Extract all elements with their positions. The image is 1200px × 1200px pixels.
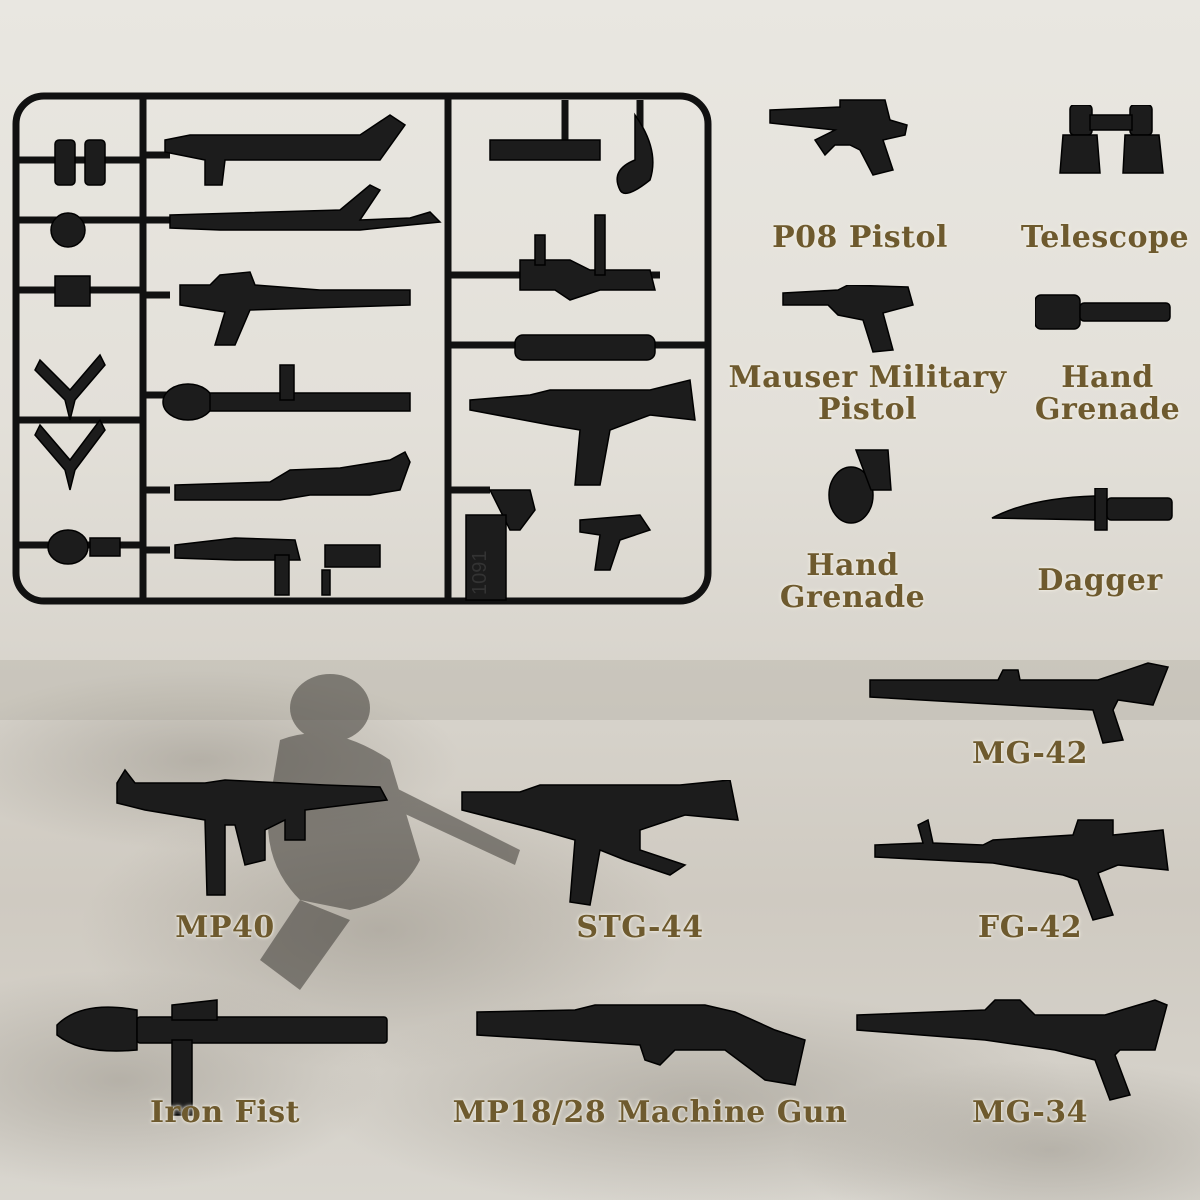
- p08-label: P08 Pistol: [772, 220, 948, 255]
- dagger-image: [990, 488, 1175, 533]
- stick-grenade-label: Hand Grenade: [1020, 362, 1195, 426]
- fg42-image: [873, 815, 1173, 925]
- pineapple-grenade-label-line2: Grenade: [779, 580, 926, 615]
- stick-grenade-image: [1035, 293, 1175, 333]
- mauser-label-line2: Pistol: [817, 392, 918, 427]
- mauser-pistol-image: [778, 285, 918, 355]
- telescope-label: Telescope: [1020, 220, 1190, 255]
- stg44-label: STG-44: [576, 910, 704, 945]
- mg34-image: [855, 995, 1170, 1105]
- mg42-image: [868, 655, 1173, 745]
- mauser-label: Mauser Military Pistol: [725, 362, 1010, 426]
- mp18-label: MP18/28 Machine Gun: [452, 1095, 848, 1130]
- stg44-image: [460, 780, 745, 910]
- telescope-image: [1055, 105, 1170, 175]
- mg42-label: MG-42: [971, 736, 1089, 771]
- iron-fist-image: [52, 995, 392, 1120]
- mg34-label: MG-34: [971, 1095, 1089, 1130]
- iron-fist-label: Iron Fist: [149, 1095, 301, 1130]
- p08-pistol-image: [765, 95, 910, 180]
- mp40-label: MP40: [175, 910, 275, 945]
- dagger-label: Dagger: [1037, 563, 1163, 598]
- soldier-silhouette: [260, 674, 520, 990]
- stick-grenade-label-line2: Grenade: [1034, 392, 1181, 427]
- mauser-label-line1: Mauser Military: [728, 360, 1007, 395]
- mp18-image: [475, 1000, 810, 1095]
- pineapple-grenade-image: [826, 445, 896, 525]
- stick-grenade-label-line1: Hand: [1061, 360, 1154, 395]
- pineapple-grenade-label-line1: Hand: [806, 548, 899, 583]
- fg42-label: FG-42: [977, 910, 1083, 945]
- sprue-code: 1091: [469, 551, 491, 596]
- mp40-image: [115, 765, 390, 900]
- pineapple-grenade-label: Hand Grenade: [765, 550, 940, 614]
- sprue-frame: 1091: [10, 90, 715, 610]
